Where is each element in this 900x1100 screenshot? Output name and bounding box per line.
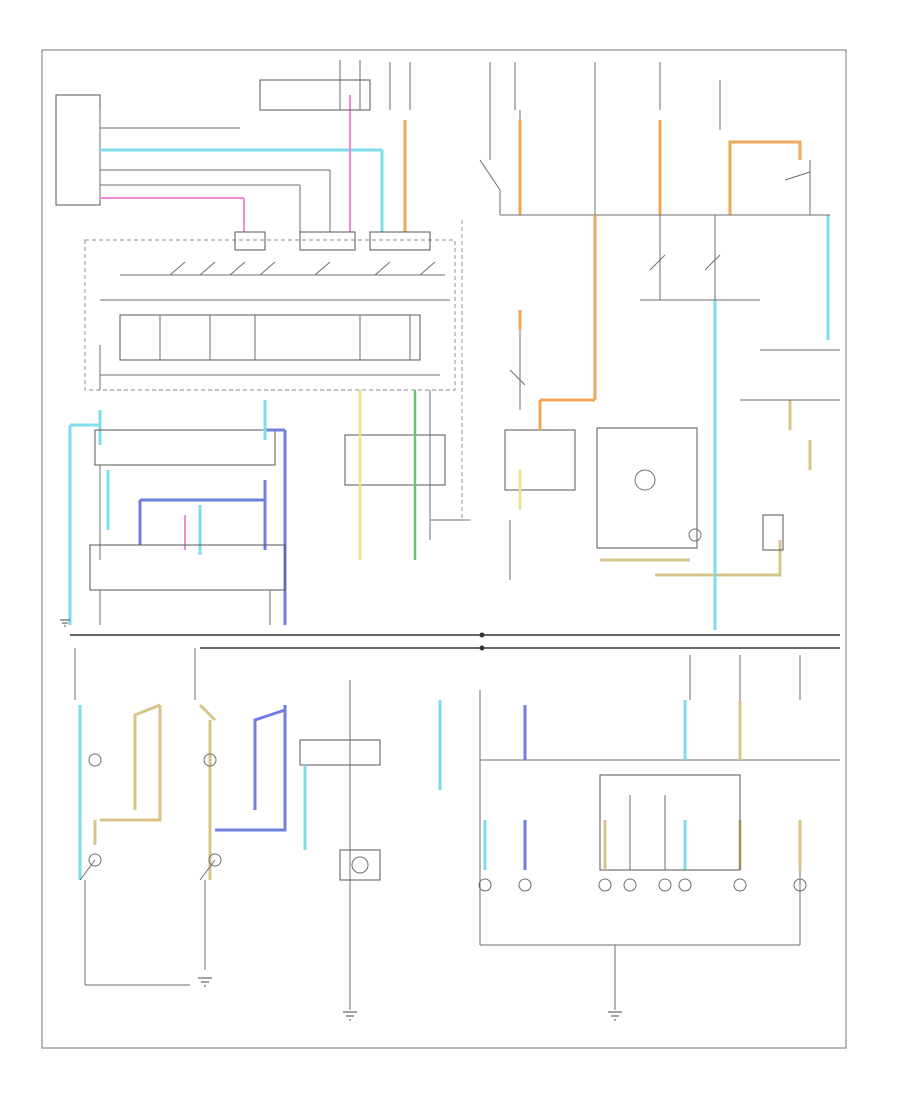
splice-node-icon	[479, 632, 485, 638]
lamp-icon	[203, 753, 217, 767]
bottom-left-turn-lamps	[74, 648, 287, 987]
right-relay-lamps	[640, 215, 760, 630]
lamp-icons-row	[88, 753, 807, 892]
lamp-icon	[478, 878, 492, 892]
ground-icon	[608, 1011, 622, 1021]
lamp-icon	[208, 853, 222, 867]
lamp-icon	[793, 878, 807, 892]
mid-left-lamp-group	[60, 400, 287, 627]
lamp-icon	[733, 878, 747, 892]
lamp-icon	[598, 878, 612, 892]
lamp-icon	[678, 878, 692, 892]
lamp-icon	[623, 878, 637, 892]
left-connector-block	[55, 94, 382, 232]
ground-icon	[198, 977, 212, 987]
diagram-frame	[41, 49, 847, 1049]
combination-switch-block	[84, 231, 456, 391]
lamp-icon	[658, 878, 672, 892]
lamp-icon	[88, 853, 102, 867]
bottom-center-trailer	[299, 680, 442, 1021]
bottom-right-rear-lamps	[479, 655, 840, 1021]
top-feed-columns	[259, 60, 721, 232]
lamp-icon	[518, 878, 532, 892]
top-right-switch-group	[728, 140, 830, 340]
center-right-relay-group	[504, 215, 840, 580]
trailer-connector-block	[344, 220, 470, 560]
lamp-icon	[88, 753, 102, 767]
ground-icon	[343, 1011, 357, 1021]
